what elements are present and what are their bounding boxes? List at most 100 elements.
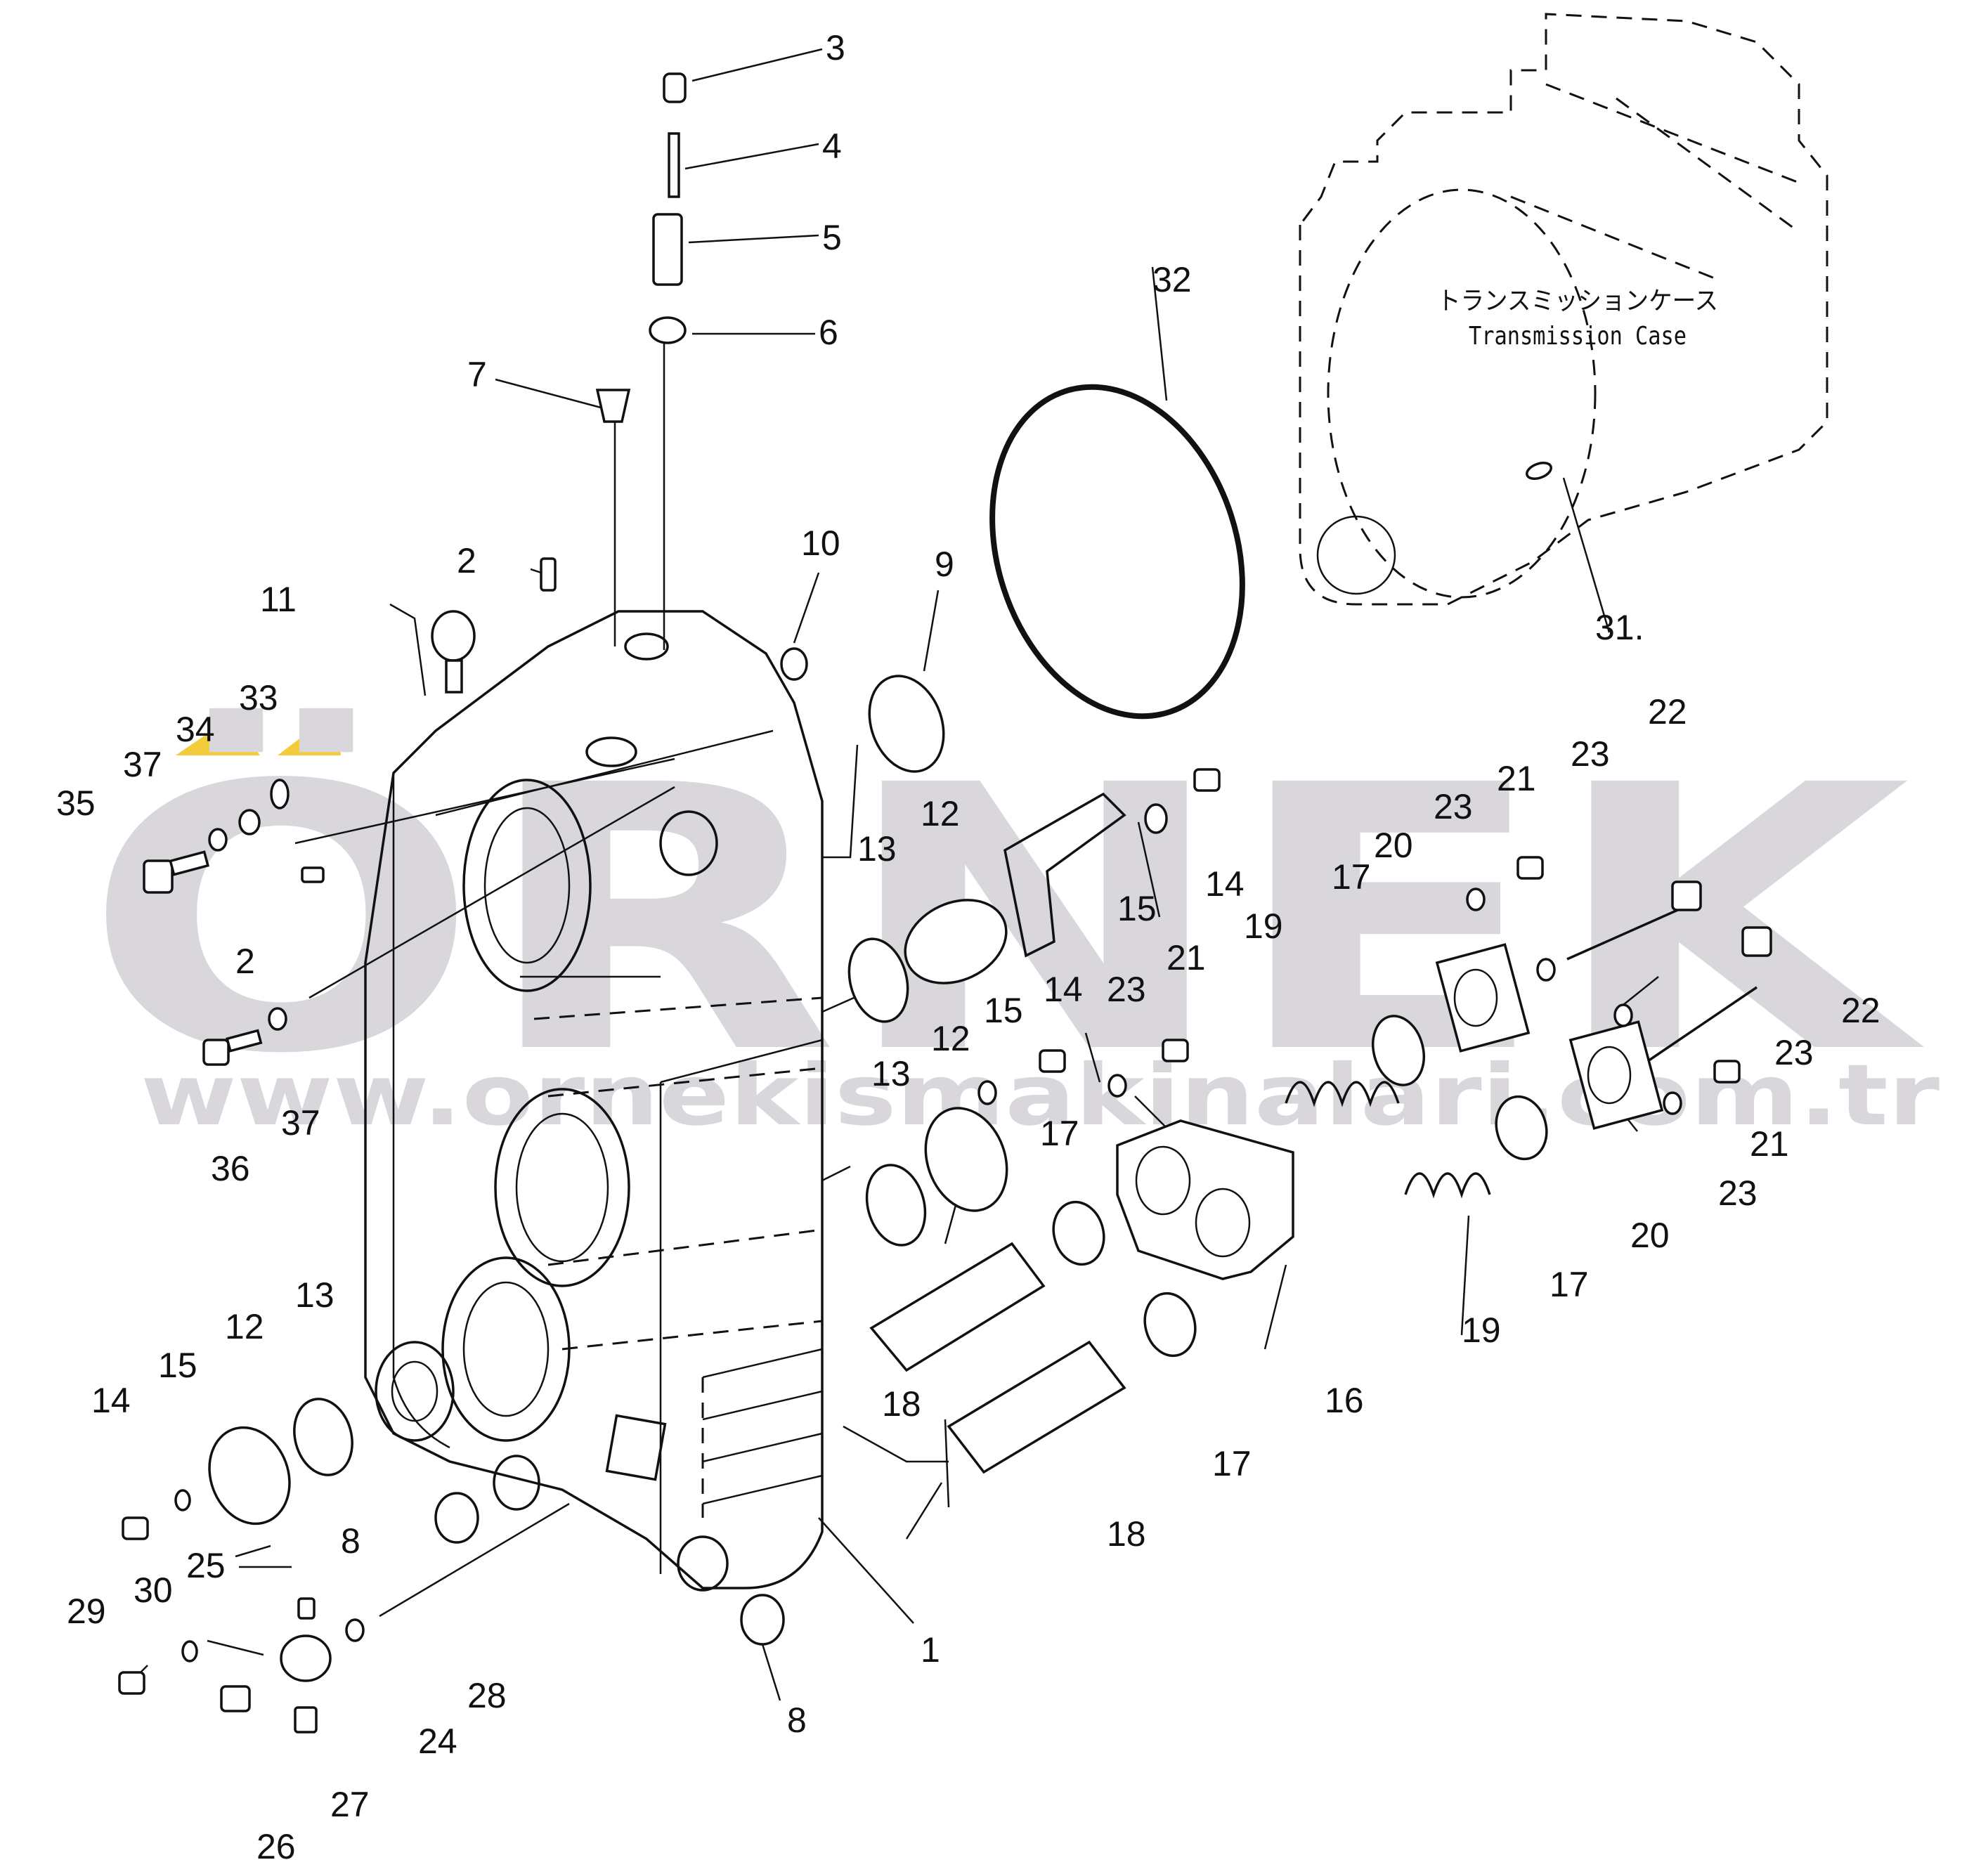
washer-23-b <box>1536 958 1556 982</box>
bolt-14-mid <box>1039 1049 1066 1073</box>
watermark-accent-right <box>278 710 341 755</box>
bolt-21-top <box>1516 856 1544 880</box>
callout-1: 1 <box>921 1630 940 1670</box>
bolt-35 <box>143 859 174 894</box>
callout-12: 12 <box>931 1019 970 1058</box>
callout-26: 26 <box>256 1827 296 1860</box>
washer-15-top <box>1144 803 1168 834</box>
o-ring-13-mid <box>865 1164 927 1247</box>
o-ring-10 <box>780 647 808 681</box>
watermark: ÖRNEK www.ornekismakinalari.com.tr <box>83 705 1940 1145</box>
callout-19: 19 <box>1244 906 1283 946</box>
callout-8: 8 <box>787 1700 807 1740</box>
bolt-35-shank <box>169 850 210 876</box>
o-ring-28 <box>345 1618 365 1642</box>
bolt-36-shank <box>226 1029 263 1053</box>
callout-13: 13 <box>295 1275 334 1315</box>
spring-19-left <box>1285 1081 1400 1107</box>
washer-23-c <box>1613 1003 1633 1027</box>
leader-lines <box>126 48 1659 1701</box>
main-housing <box>364 610 824 1592</box>
callout-14: 14 <box>1044 970 1083 1009</box>
callout-14: 14 <box>91 1381 131 1420</box>
o-ring-17-b <box>1052 1200 1105 1266</box>
callout-36: 36 <box>211 1149 250 1188</box>
callout-30: 30 <box>134 1570 173 1610</box>
callout-10: 10 <box>801 523 840 563</box>
cap-6 <box>649 316 687 344</box>
plug-5 <box>652 213 683 286</box>
cover-20-right <box>1568 1020 1664 1130</box>
callout-15: 15 <box>984 991 1023 1030</box>
bolt-36 <box>202 1039 230 1066</box>
plug-8-bottom <box>740 1594 785 1646</box>
callout-23: 23 <box>1718 1173 1758 1213</box>
callout-33: 33 <box>239 678 278 717</box>
callout-18: 18 <box>1107 1514 1146 1554</box>
long-bolt-22-top-head <box>1671 880 1702 911</box>
callout-14: 14 <box>1205 864 1245 904</box>
callout-12: 12 <box>225 1307 264 1346</box>
plug-27 <box>294 1706 318 1734</box>
callouts: 1 2 2 3 4 5 6 7 8 8 9 10 11 12 12 12 13 … <box>56 28 1880 1860</box>
washer-33 <box>270 779 290 809</box>
o-ring-13-top <box>847 937 909 1023</box>
o-ring-17-d <box>1495 1095 1548 1161</box>
bolt-29 <box>118 1671 145 1695</box>
long-bolt-22-low <box>1647 986 1758 1062</box>
callout-20: 20 <box>1630 1216 1670 1255</box>
plug-7 <box>595 389 631 423</box>
callout-27: 27 <box>330 1785 370 1824</box>
callout-6: 6 <box>819 313 838 352</box>
callout-34: 34 <box>176 710 215 749</box>
callout-15: 15 <box>1117 889 1157 928</box>
callout-13: 13 <box>857 829 897 869</box>
eye-bolt-11-shank <box>445 659 463 694</box>
washer-23-e <box>1663 1091 1682 1115</box>
washer-23-a <box>1466 887 1486 911</box>
washer-23-d <box>1107 1074 1127 1098</box>
bolt-14-left <box>122 1516 149 1540</box>
cover-12-top <box>904 899 1008 984</box>
callout-8: 8 <box>341 1521 360 1561</box>
callout-19: 19 <box>1462 1311 1501 1350</box>
callout-13: 13 <box>871 1054 911 1093</box>
callout-2: 2 <box>235 942 255 981</box>
callout-16: 16 <box>1325 1381 1364 1420</box>
callout-21: 21 <box>1497 759 1536 798</box>
callout-29: 29 <box>67 1592 106 1631</box>
washer-15-mid <box>977 1080 997 1105</box>
callout-21: 21 <box>1167 938 1206 977</box>
callout-17: 17 <box>1550 1265 1589 1304</box>
o-ring-17-c <box>1143 1292 1197 1358</box>
washer-30 <box>181 1640 198 1663</box>
strip-4 <box>668 132 680 198</box>
callout-28: 28 <box>467 1676 507 1715</box>
washer-37-top <box>208 828 228 852</box>
callout-12: 12 <box>921 794 960 833</box>
callout-37: 37 <box>123 745 162 784</box>
callout-23: 23 <box>1434 787 1473 826</box>
eye-bolt-11 <box>431 610 476 662</box>
cover-12-mid <box>924 1107 1008 1212</box>
washer-34 <box>238 809 261 835</box>
callout-7: 7 <box>467 355 487 394</box>
callout-31: 31. <box>1595 608 1644 647</box>
callout-24: 24 <box>418 1722 457 1761</box>
transmission-case-label-en: Transmission Case <box>1469 322 1687 351</box>
o-ring-9 <box>868 675 945 773</box>
o-ring-32 <box>989 384 1245 720</box>
callout-17: 17 <box>1332 857 1371 897</box>
breather-2-top <box>540 557 557 592</box>
transmission-case: トランスミッションケース Transmission Case <box>1299 13 1828 606</box>
callout-23: 23 <box>1571 734 1610 774</box>
transmission-case-label-jp: トランスミッションケース <box>1437 287 1718 316</box>
fitting-3 <box>663 72 687 103</box>
bolt-21-right <box>1713 1060 1741 1084</box>
o-ring-13-left <box>293 1398 353 1476</box>
callout-18: 18 <box>882 1384 921 1424</box>
washer-37-low <box>268 1007 287 1031</box>
callout-25: 25 <box>186 1546 226 1585</box>
callout-22: 22 <box>1841 991 1880 1030</box>
